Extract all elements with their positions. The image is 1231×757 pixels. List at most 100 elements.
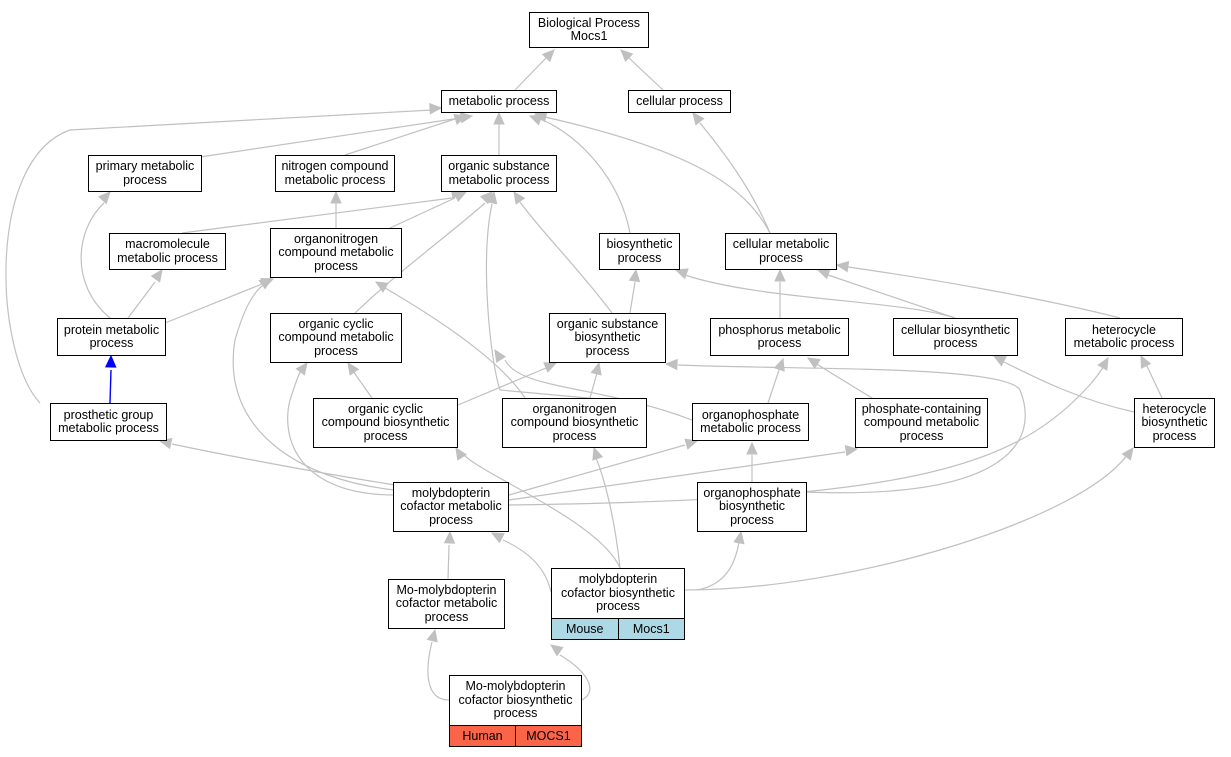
edge-arrowhead (733, 530, 745, 545)
node-molybdopterin-cofactor-biosynthetic-process[interactable]: molybdopterin cofactor biosynthetic proc… (551, 568, 685, 640)
node-label: Mo-molybdopterin cofactor biosynthetic p… (458, 679, 573, 721)
edge-arrowhead (429, 102, 443, 115)
node-protein-metabolic-process[interactable]: protein metabolic process (57, 318, 166, 356)
edge-line (352, 370, 373, 399)
node-macromolecule-metabolic-process[interactable]: macromolecule metabolic process (109, 233, 226, 270)
node-mo-molybdopterin-cofactor-metabolic-process[interactable]: Mo-molybdopterin cofactor metabolic proc… (388, 579, 505, 629)
edge-line (181, 197, 453, 234)
edge-arrowhead (844, 444, 859, 457)
edge-arrowhead (684, 438, 699, 450)
edge-line (427, 641, 450, 701)
edge-arrowhead (543, 362, 558, 373)
edge-line (677, 364, 1026, 494)
edge-line (447, 544, 450, 580)
edge-arrowhead (490, 532, 505, 544)
edge-arrowhead (590, 361, 602, 376)
gene-cell-mocs1[interactable]: MOCS1 (515, 726, 581, 746)
edge-arrowhead (295, 362, 308, 376)
edge-line (544, 116, 771, 234)
edge-arrowhead (628, 268, 641, 283)
edge-line (389, 197, 456, 229)
edge-line (827, 274, 956, 319)
node-organic-cyclic-compound-metabolic-process[interactable]: organic cyclic compound metabolic proces… (270, 313, 402, 363)
edge-line (504, 359, 693, 421)
species-cell-human[interactable]: Human (450, 726, 515, 746)
node-biological-process-root[interactable]: Biological Process Mocs1 (529, 12, 649, 48)
edge-line (699, 122, 771, 234)
edge-line (628, 57, 664, 91)
edge-line (344, 118, 456, 156)
node-organonitrogen-compound-metabolic-process[interactable]: organonitrogen compound metabolic proces… (270, 228, 402, 278)
node-cellular-metabolic-process[interactable]: cellular metabolic process (725, 233, 837, 270)
edge-line (1145, 363, 1163, 399)
edge-arrowhead (550, 644, 564, 657)
node-biosynthetic-process[interactable]: biosynthetic process (599, 233, 680, 270)
edge-line (80, 202, 111, 319)
edge-line (502, 539, 552, 593)
node-cellular-process[interactable]: cellular process (628, 90, 731, 113)
edge-line (508, 451, 846, 501)
node-phosphate-containing-compound-metabolic-process[interactable]: phosphate-containing compound metabolic … (855, 398, 988, 448)
edge-arrowhead (1097, 356, 1109, 371)
edge-arrowhead (992, 355, 1007, 367)
edge-line (629, 281, 636, 314)
edge-arrowhead (674, 268, 689, 280)
node-molybdopterin-cofactor-metabolic-process[interactable]: molybdopterin cofactor metabolic process (393, 482, 509, 532)
edge-line (171, 443, 396, 486)
edge-arrowhead (426, 628, 438, 643)
edge-arrowhead (1121, 447, 1134, 461)
node-heterocycle-biosynthetic-process[interactable]: heterocycle biosynthetic process (1134, 398, 1215, 448)
node-primary-metabolic-process[interactable]: primary metabolic process (88, 155, 202, 192)
edge-arrowhead (773, 357, 785, 372)
edge-line (5, 109, 433, 404)
edge-arrowhead (806, 357, 821, 369)
edge-line (539, 118, 631, 234)
edge-arrowhead (774, 268, 786, 282)
edge-arrowhead (541, 49, 555, 63)
edge-line (384, 287, 526, 399)
edge-arrowhead (494, 348, 506, 363)
edge-arrowhead (664, 358, 678, 371)
node-phosphorus-metabolic-process[interactable]: phosphorus metabolic process (710, 318, 849, 356)
edge-arrowhead (479, 191, 493, 205)
edge-line (232, 282, 396, 491)
node-organic-substance-biosynthetic-process[interactable]: organic substance biosynthetic process (549, 313, 666, 363)
species-cell-mouse[interactable]: Mouse (552, 619, 618, 639)
edge-line (457, 367, 547, 406)
node-prosthetic-group-metabolic-process[interactable]: prosthetic group metabolic process (50, 403, 167, 441)
node-organic-substance-metabolic-process[interactable]: organic substance metabolic process (441, 155, 557, 192)
node-nitrogen-compound-metabolic-process[interactable]: nitrogen compound metabolic process (275, 155, 395, 192)
edge-line (508, 444, 686, 496)
edge-line (684, 454, 1128, 591)
node-organonitrogen-compound-biosynthetic-process[interactable]: organonitrogen compound biosynthetic pro… (502, 398, 647, 448)
edge-arrowhead (258, 277, 272, 290)
node-organophosphate-biosynthetic-process[interactable]: organophosphate biosynthetic process (697, 482, 807, 532)
edge-arrowhead (443, 530, 456, 544)
gene-cell-mocs1[interactable]: Mocs1 (617, 619, 684, 639)
edge-line (519, 201, 613, 314)
edge-arrowhead (455, 446, 468, 461)
node-metabolic-process[interactable]: metabolic process (441, 90, 557, 113)
edge-arrowhead (692, 112, 705, 126)
edge-line (461, 451, 621, 569)
node-organic-cyclic-compound-biosynthetic-process[interactable]: organic cyclic compound biosynthetic pro… (313, 398, 458, 448)
edge-arrowhead (513, 191, 526, 205)
edge-line (485, 203, 611, 401)
node-cellular-biosynthetic-process[interactable]: cellular biosynthetic process (893, 318, 1018, 356)
edge-arrowhead (330, 190, 342, 204)
edge-arrowhead (347, 362, 360, 376)
edge-line (354, 202, 486, 314)
node-mo-molybdopterin-cofactor-biosynthetic-process[interactable]: Mo-molybdopterin cofactor biosynthetic p… (449, 675, 582, 747)
edge-line (814, 362, 881, 404)
node-organophosphate-metabolic-process[interactable]: organophosphate metabolic process (692, 403, 809, 441)
edge-arrowhead (453, 114, 468, 126)
node-heterocycle-metabolic-process[interactable]: heterocycle metabolic process (1065, 318, 1183, 356)
edge-arrowhead (104, 354, 117, 368)
edge-line (684, 274, 956, 319)
edge-arrowhead (592, 446, 604, 461)
edge-arrowhead (374, 281, 389, 293)
edge-line (109, 369, 112, 404)
edge-line (159, 283, 263, 326)
node-label: molybdopterin cofactor biosynthetic proc… (561, 572, 675, 614)
